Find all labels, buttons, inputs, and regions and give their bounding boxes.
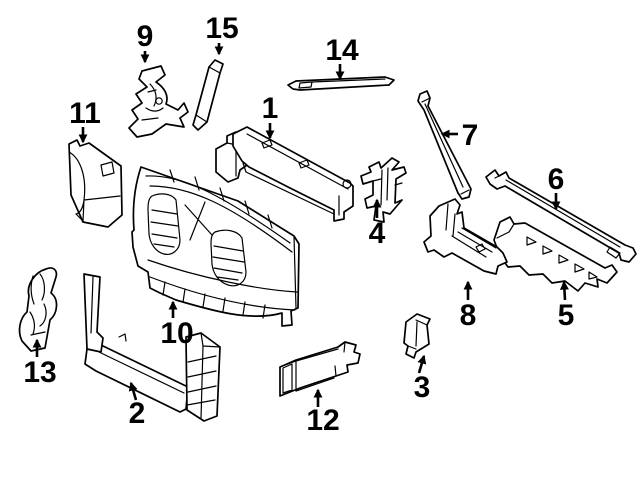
callout-8-label: 8	[460, 299, 477, 332]
callout-2-arrow	[128, 381, 138, 401]
part-10-right-kidney	[210, 229, 247, 287]
callout-11: 11	[69, 97, 101, 144]
part-13-detail	[29, 273, 47, 336]
part-4-detail	[372, 167, 403, 206]
part-13-drawing	[18, 267, 58, 352]
callout-1: 1	[262, 92, 279, 140]
callout-7-label: 7	[462, 119, 479, 152]
callout-9: 9	[137, 20, 154, 64]
part-10-lower-band	[147, 235, 298, 319]
part-5-drawing	[493, 216, 618, 292]
callout-8: 8	[460, 280, 477, 332]
part-7-drawing	[417, 90, 472, 200]
part-4-outline	[360, 157, 407, 223]
part-5-detail	[496, 223, 515, 239]
part-12-drawing	[279, 341, 361, 397]
callout-10-label: 10	[160, 317, 193, 350]
callout-3-label: 3	[414, 371, 431, 404]
callout-11-label: 11	[69, 97, 101, 130]
part-7-detail	[421, 97, 470, 195]
callout-12-label: 12	[306, 404, 339, 437]
callout-15-label: 15	[205, 12, 238, 45]
part-3-drawing	[403, 313, 431, 359]
part-15-detail	[195, 66, 221, 123]
callout-6: 6	[548, 163, 565, 211]
part-2-rail-detail	[98, 351, 185, 394]
part-10-drawing	[131, 166, 300, 327]
part-6-drawing	[485, 169, 637, 263]
callout-7: 7	[440, 119, 479, 152]
callout-6-label: 6	[548, 163, 565, 196]
callout-14-label: 14	[325, 34, 359, 67]
part-9-hole	[155, 97, 163, 105]
part-4-drawing	[360, 157, 407, 223]
callout-5-arrow	[559, 280, 569, 301]
part-2-bottom-rail	[84, 344, 189, 413]
part-1-beam-detail	[242, 133, 349, 216]
part-12-outline	[279, 341, 361, 397]
part-2-drawing	[83, 273, 221, 422]
part-1-peg	[342, 179, 352, 189]
callout-13: 13	[23, 338, 57, 389]
part-5-triangle-holes	[526, 236, 598, 280]
callout-4-label: 4	[369, 217, 386, 250]
part-12-detail	[279, 341, 346, 394]
callout-10: 10	[160, 300, 194, 350]
part-11-drawing	[68, 139, 123, 228]
callout-5-label: 5	[558, 299, 575, 332]
part-10-left-kidney	[147, 193, 181, 255]
part-9-outline	[128, 65, 189, 138]
part-8-detail	[445, 203, 497, 258]
parts-artwork	[18, 59, 637, 422]
part-6-detail	[494, 174, 621, 259]
part-2-left-post-detail	[90, 276, 127, 342]
part-9-drawing	[128, 65, 189, 138]
callout-3: 3	[414, 354, 431, 404]
callout-4: 4	[369, 198, 386, 250]
part-10-center-brace	[184, 201, 213, 241]
part-13-outline	[18, 267, 58, 352]
part-5-outline	[493, 216, 618, 292]
callout-12: 12	[306, 388, 340, 437]
callout-2: 2	[128, 381, 146, 430]
part-11-hole	[100, 161, 115, 177]
callout-14: 14	[325, 34, 359, 81]
part-1-drawing	[215, 126, 354, 222]
part-2-left-post	[83, 273, 104, 353]
callout-13-label: 13	[23, 356, 56, 389]
part-11-detail	[68, 151, 121, 223]
callout-3-arrow	[417, 354, 427, 374]
part-10-top-band	[145, 169, 293, 253]
part-9-detail	[141, 83, 164, 121]
part-1-holes	[261, 139, 310, 169]
callouts: 1 2 3 4 5 6 7 8	[23, 12, 574, 437]
part-14-detail	[298, 78, 386, 89]
callout-5: 5	[558, 280, 575, 332]
part-3-detail	[407, 319, 428, 350]
callout-9-label: 9	[137, 20, 154, 53]
callout-15: 15	[205, 12, 239, 56]
part-15-outline	[192, 59, 224, 131]
part-15-drawing	[192, 59, 224, 131]
part-14-drawing	[287, 76, 395, 91]
part-2-right-post-detail	[186, 332, 221, 420]
callout-2-label: 2	[129, 397, 146, 430]
part-8-drawing	[423, 198, 508, 275]
callout-1-label: 1	[262, 92, 279, 125]
